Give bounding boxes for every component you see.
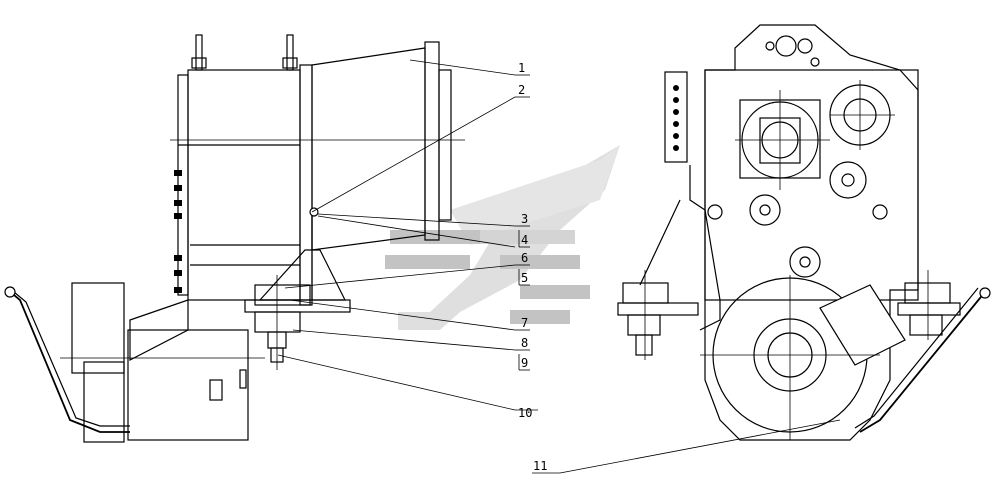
callout-2: 2	[518, 83, 525, 97]
watermark-logo	[385, 145, 620, 330]
callout-5: 5	[521, 271, 528, 285]
callout-8: 8	[521, 336, 528, 350]
leader-lines	[277, 59, 841, 474]
callout-11: 11	[533, 459, 547, 473]
callout-10: 10	[518, 406, 532, 420]
front-view	[617, 24, 991, 441]
callout-3: 3	[521, 212, 528, 226]
callout-4: 4	[521, 233, 528, 247]
side-view	[4, 34, 465, 443]
callout-1: 1	[518, 61, 525, 75]
callout-labels: 1 2 3 4 5 6 7 8 9 10 11	[518, 61, 547, 473]
callout-9: 9	[521, 356, 528, 370]
side-bolts	[174, 170, 182, 293]
callout-7: 7	[521, 316, 528, 330]
callout-6: 6	[521, 251, 528, 265]
